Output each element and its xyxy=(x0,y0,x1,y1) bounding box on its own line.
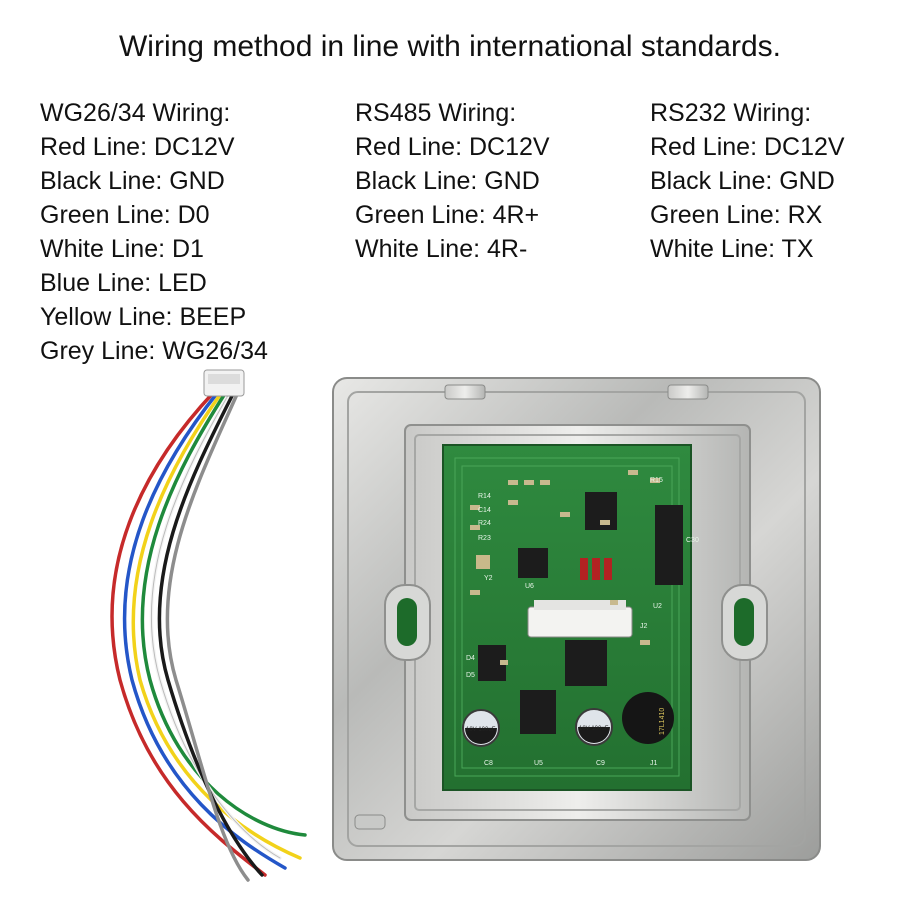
product-photo: R14 R24 R23 C14 Y2 U6 U2 C30 J2 D4 D5 C8… xyxy=(110,369,821,882)
page-title: Wiring method in line with international… xyxy=(118,30,781,63)
pcb-label: D5 xyxy=(466,672,475,679)
pcb-label: R23 xyxy=(478,535,491,542)
wire-line: Yellow Line: BEEP xyxy=(40,303,247,331)
wire-harness xyxy=(110,390,307,882)
wire-line: Blue Line: LED xyxy=(40,269,207,297)
column-heading: RS232 Wiring: xyxy=(650,99,812,127)
column-heading: RS485 Wiring: xyxy=(355,99,517,127)
capacitor-marking: 10V 100uF xyxy=(579,726,609,732)
pcb-label: C30 xyxy=(686,537,699,544)
wiring-column-wg26-34: WG26/34 Wiring: Red Line: DC12V Black Li… xyxy=(40,96,268,368)
pcb-label: Y2 xyxy=(484,575,493,582)
pcb-label: U2 xyxy=(653,603,662,610)
circuit-board: R14 R24 R23 C14 Y2 U6 U2 C30 J2 D4 D5 C8… xyxy=(442,444,699,791)
wire-line: Black Line: GND xyxy=(650,167,835,195)
pcb-label: C14 xyxy=(478,507,491,514)
buzzer-marking: 17L1410 xyxy=(659,708,666,735)
wiring-column-rs485: RS485 Wiring: Red Line: DC12V Black Line… xyxy=(355,96,550,266)
wire-line: Red Line: DC12V xyxy=(355,133,550,161)
pcb-label: J1 xyxy=(650,760,658,767)
wire-line: White Line: TX xyxy=(650,235,814,263)
wire-line: White Line: D1 xyxy=(40,235,204,263)
wire-line: Green Line: 4R+ xyxy=(355,201,540,229)
column-heading: WG26/34 Wiring: xyxy=(40,99,231,127)
pcb-label: R24 xyxy=(478,520,491,527)
pcb-label: C9 xyxy=(596,760,605,767)
pcb-label: J2 xyxy=(640,623,648,630)
pcb-label: C8 xyxy=(484,760,493,767)
pcb-label: R15 xyxy=(650,477,663,484)
mounting-slot-right xyxy=(721,584,768,661)
wire-line: Black Line: GND xyxy=(355,167,540,195)
wire-line: Red Line: DC12V xyxy=(40,133,235,161)
wire-line: Black Line: GND xyxy=(40,167,225,195)
pcb-label: U6 xyxy=(525,583,534,590)
pcb-label: U5 xyxy=(534,760,543,767)
wire-line: Red Line: DC12V xyxy=(650,133,845,161)
wire-line: Green Line: RX xyxy=(650,201,823,229)
mounting-slot-left xyxy=(384,584,431,661)
wiring-column-rs232: RS232 Wiring: Red Line: DC12V Black Line… xyxy=(650,96,845,266)
wire-line: Grey Line: WG26/34 xyxy=(40,337,268,365)
pcb-label: R14 xyxy=(478,493,491,500)
capacitor-marking: 10V 100uF xyxy=(466,727,496,733)
pcb-label: D4 xyxy=(466,655,475,662)
wire-line: Green Line: D0 xyxy=(40,201,210,229)
wire-line: White Line: 4R- xyxy=(355,235,528,263)
